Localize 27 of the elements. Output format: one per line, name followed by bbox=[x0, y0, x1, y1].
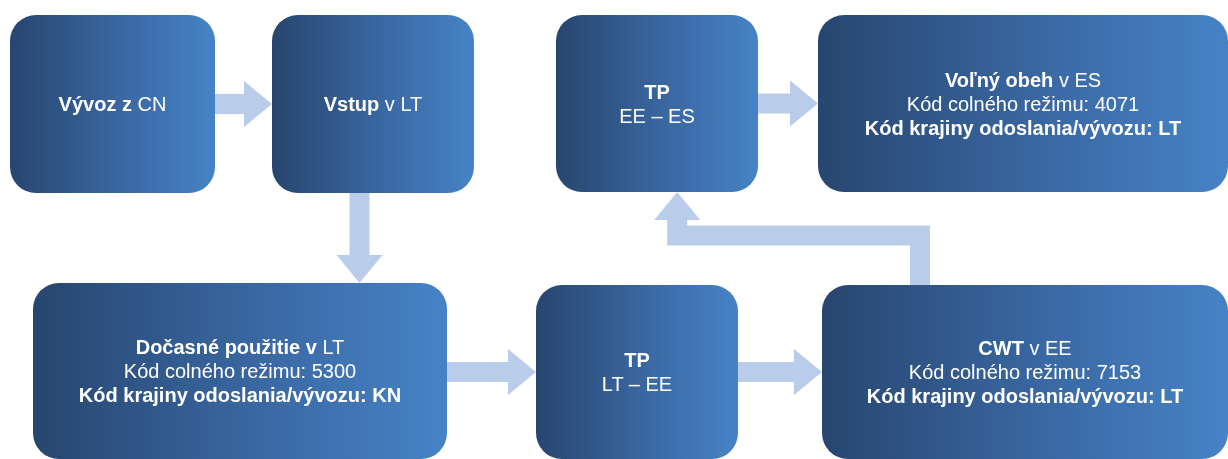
box-text: CWT v EE bbox=[978, 336, 1072, 360]
box-text: Kód krajiny odoslania/vývozu: LT bbox=[866, 384, 1184, 408]
process-box bbox=[10, 15, 215, 193]
process-box bbox=[33, 283, 447, 459]
block-arrow bbox=[447, 349, 536, 395]
box-text: Kód colného režimu: 4071 bbox=[906, 91, 1140, 116]
box-text: Kód colného režimu: 5300 bbox=[123, 359, 357, 383]
process-box bbox=[818, 15, 1228, 192]
process-box bbox=[556, 15, 758, 192]
box-text: Kód krajiny odoslania/vývozu: LT bbox=[864, 115, 1182, 140]
box-text: Vstup v LT bbox=[323, 92, 423, 116]
block-arrow bbox=[336, 193, 383, 283]
box-text: Dočasné použitie v LT bbox=[135, 335, 345, 359]
box-text: Vývoz z CN bbox=[58, 92, 167, 116]
box-text: Voľný obeh v ES bbox=[944, 67, 1102, 92]
box-text: Kód colného režimu: 7153 bbox=[908, 360, 1142, 384]
box-text: Kód krajiny odoslania/vývozu: KN bbox=[78, 383, 402, 407]
process-box bbox=[272, 15, 474, 193]
box-text: LT – EE bbox=[601, 372, 673, 396]
box-text: TP bbox=[624, 348, 650, 372]
block-arrow bbox=[738, 349, 822, 395]
process-box bbox=[536, 285, 738, 459]
box-text: TP bbox=[644, 79, 670, 104]
box-text: EE – ES bbox=[619, 103, 695, 128]
block-arrow bbox=[215, 81, 272, 127]
block-arrow bbox=[758, 80, 818, 127]
process-box bbox=[822, 285, 1228, 459]
